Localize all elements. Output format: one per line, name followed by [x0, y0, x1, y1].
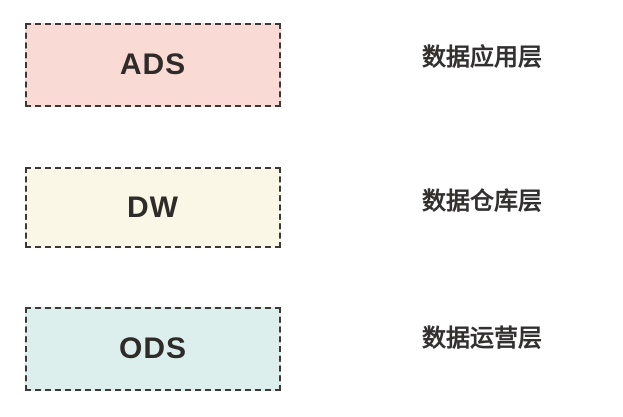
layer-name-label-dw: 数据仓库层: [422, 188, 542, 215]
layer-name-label-ods: 数据运营层: [422, 325, 542, 352]
layer-code-ads: ADS: [119, 48, 187, 81]
layer-box-ads: ADS: [25, 23, 281, 107]
layer-box-ods: ODS: [25, 307, 281, 391]
layer-code-ods: ODS: [118, 332, 187, 365]
layer-name-label-ads: 数据应用层: [422, 44, 542, 71]
layer-box-dw: DW: [25, 167, 281, 248]
layer-code-dw: DW: [127, 190, 179, 224]
